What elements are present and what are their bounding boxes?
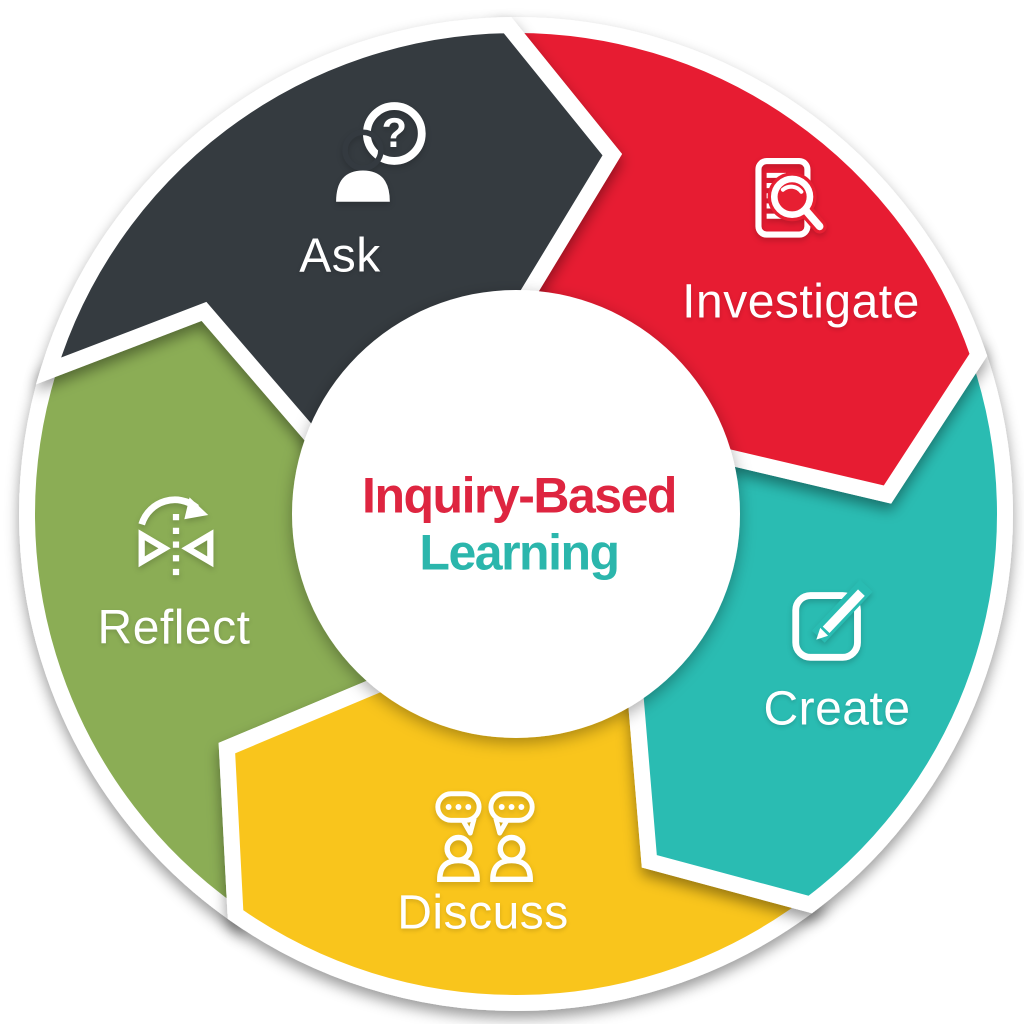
document-magnifier-icon [755, 158, 827, 238]
center-title: Inquiry-Based Learning [362, 467, 677, 581]
people-speech-bubbles-icon [435, 791, 535, 882]
reflect-flip-arrows-icon [138, 496, 214, 583]
person-question-icon: ? [336, 102, 426, 202]
question-mark-glyph: ? [382, 109, 407, 156]
title-line-1: Inquiry-Based [362, 467, 677, 524]
pencil-edit-icon [792, 579, 873, 661]
segment-label-ask: Ask [299, 229, 381, 283]
center-circle [292, 290, 740, 738]
segment-label-reflect: Reflect [97, 601, 251, 655]
segment-label-create: Create [763, 682, 911, 736]
segment-label-discuss: Discuss [397, 886, 569, 940]
title-line-2: Learning [419, 524, 620, 580]
segment-label-investigate: Investigate [682, 275, 920, 329]
